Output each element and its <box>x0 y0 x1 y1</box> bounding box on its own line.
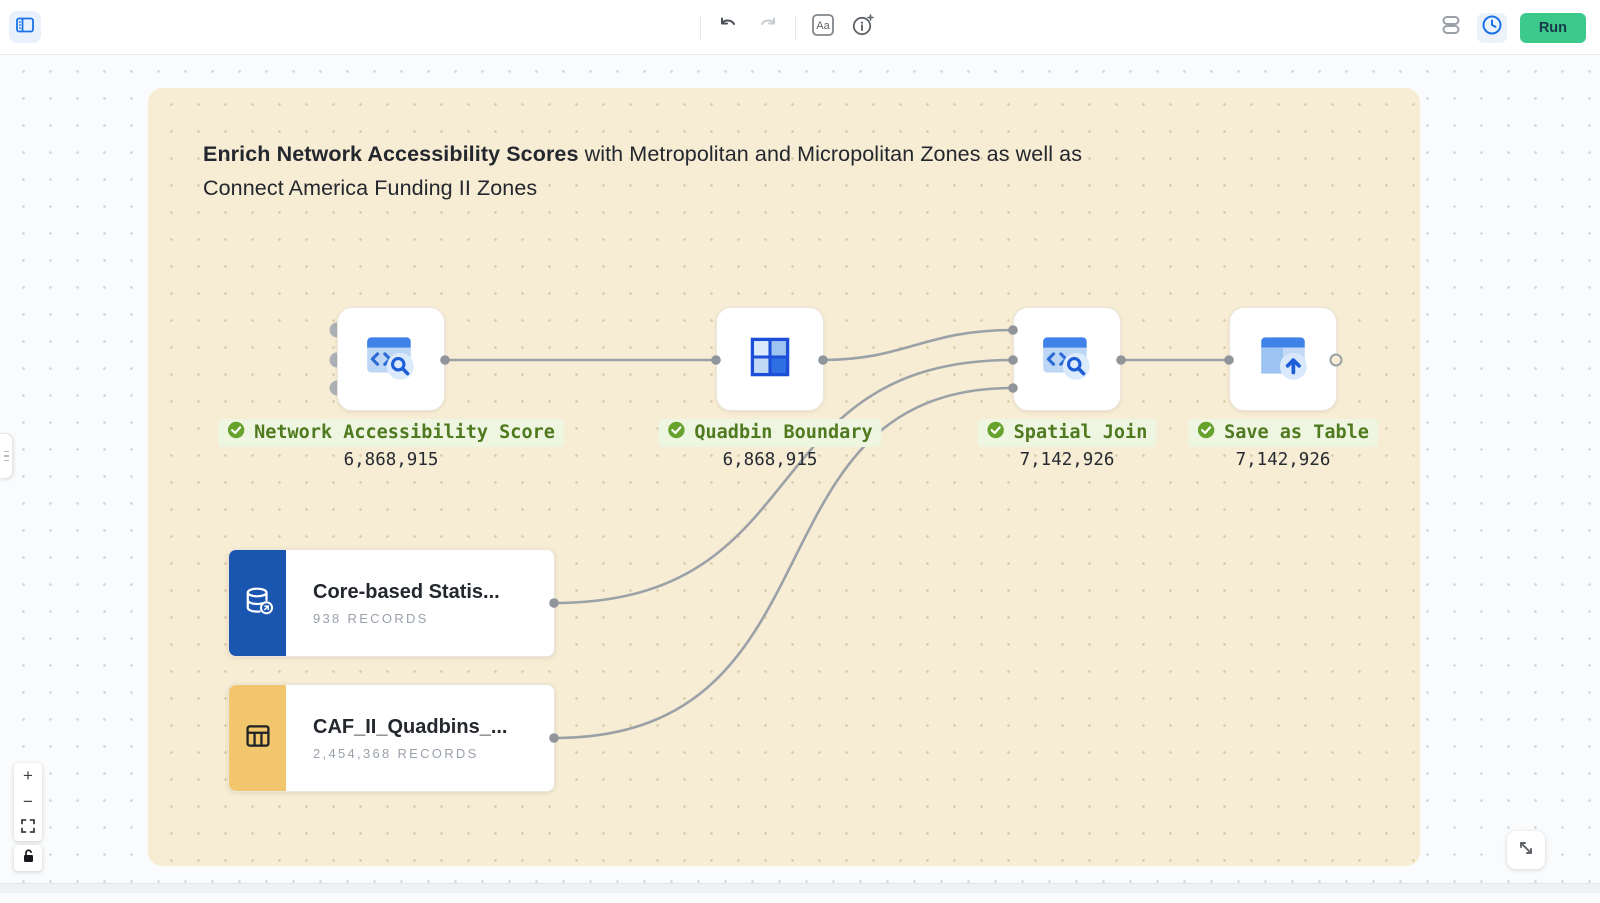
save-table-icon <box>1254 328 1312 391</box>
source-accent-strip <box>229 685 286 791</box>
annotation-title-bold: Enrich Network Accessibility Scores <box>203 142 579 166</box>
source-core-based-statistics[interactable]: Core-based Statis... 938 RECORDS <box>228 549 555 657</box>
node-label-text: Spatial Join <box>1013 422 1148 443</box>
redo-icon <box>757 14 779 41</box>
toolbar-divider <box>795 14 796 41</box>
node-label-text: Quadbin Boundary <box>694 422 873 443</box>
text-annotation-button[interactable]: Aa <box>810 13 836 42</box>
undo-button[interactable] <box>715 15 741 41</box>
source-record-count: 938 RECORDS <box>313 610 429 626</box>
success-check-icon <box>987 421 1005 444</box>
node-network-accessibility-score[interactable] <box>337 307 445 411</box>
node-label-text: Network Accessibility Score <box>254 422 555 443</box>
add-note-icon <box>851 13 875 42</box>
fit-view-button[interactable] <box>14 815 42 841</box>
resize-annotation-button[interactable] <box>1507 831 1545 869</box>
node-label-network-accessibility-score: Network Accessibility Score <box>218 419 564 447</box>
success-check-icon <box>1197 421 1215 444</box>
unlock-icon <box>21 848 35 868</box>
collapsed-panel-handle[interactable] <box>0 433 13 479</box>
annotation-title-rest: with Metropolitan and Micropolitan Zones… <box>578 142 1083 166</box>
node-save-as-table[interactable] <box>1229 307 1337 411</box>
zoom-in-button[interactable]: + <box>14 763 42 789</box>
history-clock-icon <box>1481 14 1503 41</box>
add-note-button[interactable] <box>850 13 876 42</box>
row-list-button[interactable] <box>1438 15 1464 41</box>
workflow-canvas[interactable]: Enrich Network Accessibility Scores with… <box>0 55 1600 893</box>
node-count: 6,868,915 <box>722 450 818 470</box>
database-icon <box>241 584 275 623</box>
history-button[interactable] <box>1476 12 1507 43</box>
node-label-save-as-table: Save as Table <box>1188 419 1378 447</box>
sidebar-toggle-icon <box>15 15 35 40</box>
source-title: Core-based Statis... <box>313 580 500 603</box>
redo-button[interactable] <box>755 15 781 41</box>
source-title: CAF_II_Quadbins_... <box>313 715 508 738</box>
node-label-quadbin-boundary: Quadbin Boundary <box>658 419 882 447</box>
node-quadbin-boundary[interactable] <box>716 307 824 411</box>
success-check-icon <box>227 421 245 444</box>
edge-caf-to-spatialjoin[interactable] <box>553 386 1014 740</box>
code-search-icon <box>1038 328 1096 391</box>
source-accent-strip <box>229 550 286 656</box>
quadbin-icon <box>741 328 799 391</box>
annotation-title-line2: Connect America Funding II Zones <box>203 176 538 200</box>
code-search-icon <box>362 328 420 391</box>
undo-icon <box>717 14 739 41</box>
node-count: 7,142,926 <box>1019 450 1115 470</box>
node-count: 7,142,926 <box>1235 450 1331 470</box>
diagonal-resize-icon <box>1517 839 1535 862</box>
node-count: 6,868,915 <box>343 450 439 470</box>
node-spatial-join[interactable] <box>1013 307 1121 411</box>
node-label-spatial-join: Spatial Join <box>977 419 1157 447</box>
canvas-bottom-edge <box>0 883 1600 893</box>
source-record-count: 2,454,368 RECORDS <box>313 745 479 761</box>
zoom-controls: + − <box>14 763 42 841</box>
source-caf-ii-quadbins[interactable]: CAF_II_Quadbins_... 2,454,368 RECORDS <box>228 684 555 792</box>
lock-button[interactable] <box>14 845 42 871</box>
run-button[interactable]: Run <box>1519 12 1586 43</box>
node-label-text: Save as Table <box>1224 422 1369 443</box>
fit-view-icon <box>21 818 35 838</box>
zoom-out-button[interactable]: − <box>14 789 42 815</box>
success-check-icon <box>667 421 685 444</box>
svg-text:Aa: Aa <box>816 20 830 32</box>
edge-quadbin-to-spatialjoin[interactable] <box>822 328 1014 362</box>
text-annotation-icon: Aa <box>811 13 835 42</box>
table-icon <box>242 720 274 757</box>
toolbar: Aa Run <box>0 0 1600 55</box>
annotation-title: Enrich Network Accessibility Scores with… <box>203 137 1183 205</box>
edge-corebased-to-spatialjoin[interactable] <box>553 358 1014 605</box>
toolbar-divider <box>700 14 701 41</box>
sidebar-toggle-button[interactable] <box>9 11 41 43</box>
row-list-icon <box>1440 14 1462 41</box>
